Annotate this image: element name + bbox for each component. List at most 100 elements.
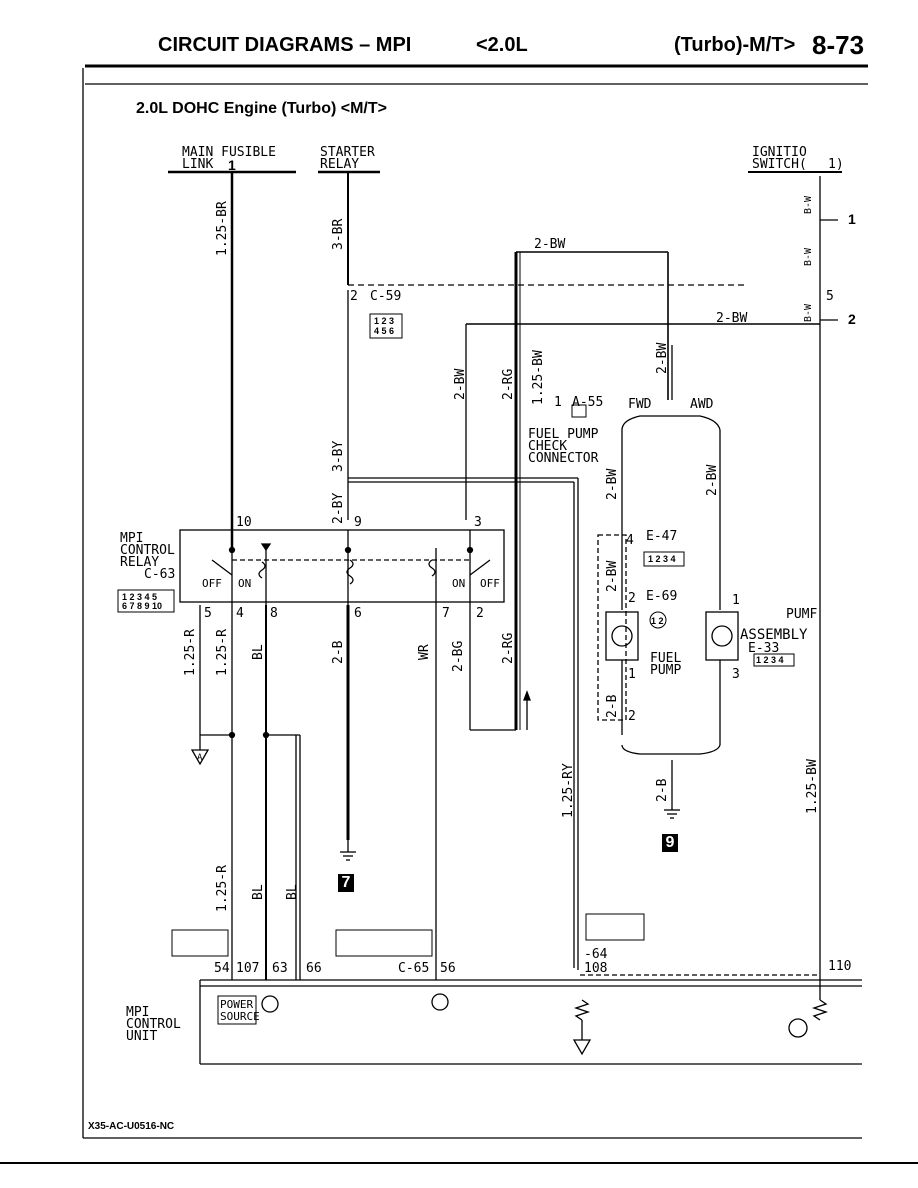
pin-e47: 4: [626, 533, 634, 548]
conn-c63-row2: 6 7 8 9 10: [122, 601, 163, 611]
wire-wr: WR: [417, 644, 432, 660]
label-pump-assembly-2: ASSEMBLY: [740, 627, 808, 643]
wire-2b-lower: 2-B: [605, 694, 620, 718]
label-starter-relay: STARTER: [320, 145, 375, 160]
pin-e33-bot: 3: [732, 667, 740, 682]
label-c59-pin: 2: [350, 289, 358, 304]
conn-c59-row2: 4 5 6: [374, 326, 395, 336]
label-fuel-pump-check-3: CONNECTOR: [528, 451, 599, 466]
wire-2bg: 2-BG: [451, 640, 466, 672]
pin-107: 107: [236, 961, 260, 976]
conn-c63-row1: 1 2 3 4 5: [122, 592, 158, 602]
fusible-link-number: 1: [228, 157, 236, 173]
pin-2-lower: 2: [628, 709, 636, 724]
label-a55-pin: 1: [554, 395, 562, 410]
label-e69: E-69: [646, 589, 678, 604]
marker-9: 9: [662, 834, 678, 852]
pin-110: 110: [828, 959, 852, 974]
label-ignition-switch-3: 1): [828, 157, 844, 172]
label-fwd: FWD: [628, 397, 652, 412]
conn-e33: 1 2 3 4: [756, 655, 784, 665]
label-fuel-pump-check: FUEL PUMP: [528, 427, 599, 442]
pin-10: 10: [236, 515, 252, 530]
label-pump-assembly: PUMF: [786, 607, 818, 622]
label-c64: -64: [584, 947, 608, 962]
wire-125bw-right: 1.25-BW: [805, 759, 820, 814]
pin-66: 66: [306, 961, 322, 976]
label-main-fusible-link-2: LINK: [182, 157, 214, 172]
ref-circle-1: 1: [848, 211, 856, 227]
wire-2bw-vert3: 2-BW: [605, 468, 620, 500]
label-off-left: OFF: [202, 577, 222, 590]
wire-125ry: 1.25-RY: [561, 763, 576, 818]
wire-bl-a: BL: [251, 644, 266, 660]
pin-8: 8: [270, 606, 278, 621]
pin-5: 5: [204, 606, 212, 621]
wire-125r-c: 1.25-R: [215, 865, 230, 912]
pin-54: 54: [214, 961, 230, 976]
label-mpi-control-unit-3: UNIT: [126, 1029, 158, 1044]
label-e47: E-47: [646, 529, 678, 544]
label-power-source-2: SOURCE: [220, 1010, 260, 1023]
header-variant: (Turbo)-M/T>: [674, 34, 796, 56]
pin-3: 3: [474, 515, 482, 530]
pin-6: 6: [354, 606, 362, 621]
pin-2: 2: [476, 606, 484, 621]
label-mpi-relay-3: RELAY: [120, 555, 160, 570]
wire-125r-b: 1.25-R: [215, 629, 230, 676]
label-off-right: OFF: [480, 577, 500, 590]
header-engine: <2.0L: [476, 34, 528, 56]
label-awd: AWD: [690, 397, 714, 412]
footer-code: X35-AC-U0516-NC: [88, 1121, 175, 1132]
wire-2bw-e47: 2-BW: [605, 560, 620, 592]
pin-9: 9: [354, 515, 362, 530]
label-ignition-switch-2: SWITCH(: [752, 157, 807, 172]
wire-2bw-vert4: 2-BW: [705, 464, 720, 496]
marker-7: 7: [338, 874, 354, 892]
pin-108: 108: [584, 961, 608, 976]
diagram-subtitle: 2.0L DOHC Engine (Turbo) <M/T>: [136, 100, 387, 117]
wire-2b: 2-B: [331, 640, 346, 664]
wire-bw-ig1: B-W: [803, 195, 814, 214]
pin-e33-top: 1: [732, 593, 740, 608]
label-starter-relay-2: RELAY: [320, 157, 360, 172]
wire-125r-a: 1.25-R: [183, 629, 198, 676]
pin-7: 7: [442, 606, 450, 621]
wire-125br: 1.25-BR: [215, 201, 230, 256]
wire-bl-b: BL: [251, 884, 266, 900]
wire-bl-c: BL: [285, 884, 300, 900]
label-main-fusible-link: MAIN FUSIBLE: [182, 145, 276, 160]
wire-3br: 3-BR: [331, 218, 346, 250]
pin-4: 4: [236, 606, 244, 621]
wire-2bw-vert1: 2-BW: [453, 368, 468, 400]
wire-3by: 3-BY: [331, 440, 346, 472]
wire-2by: 2-BY: [331, 492, 346, 524]
wire-2b-right: 2-B: [655, 778, 670, 802]
label-c65: C-65: [398, 961, 430, 976]
pin-e69: 2: [628, 591, 636, 606]
label-ignition-switch: IGNITIO: [752, 145, 807, 160]
pin-56: 56: [440, 961, 456, 976]
wire-2bw-top: 2-BW: [534, 237, 566, 252]
wire-2rg-b: 2-RG: [501, 632, 516, 664]
wire-bw-ig3: B-W: [803, 303, 814, 322]
wire-2bw-vert2: 2-BW: [655, 342, 670, 374]
page-number: 8-73: [812, 30, 865, 60]
conn-e47: 1 2 3 4: [648, 554, 676, 564]
conn-e69: 1 2: [651, 616, 664, 626]
label-a55: A-55: [572, 395, 604, 410]
wire-125bw: 1.25-BW: [531, 350, 546, 405]
label-mpi-relay-4: C-63: [144, 567, 176, 582]
wire-2rg: 2-RG: [501, 368, 516, 400]
ground-a-label: A: [197, 753, 203, 763]
header-title: CIRCUIT DIAGRAMS – MPI: [158, 34, 412, 56]
conn-c59-row1: 1 2 3: [374, 316, 395, 326]
label-fuel-pump-check-2: CHECK: [528, 439, 568, 454]
label-fuel-pump-2: PUMP: [650, 663, 682, 678]
pin-fuel-pump: 1: [628, 667, 636, 682]
ref-circle-2: 2: [848, 311, 856, 327]
label-mpi-control-unit-2: CONTROL: [126, 1017, 181, 1032]
wire-bw-ig2: B-W: [803, 247, 814, 266]
label-e33: E-33: [748, 641, 780, 656]
